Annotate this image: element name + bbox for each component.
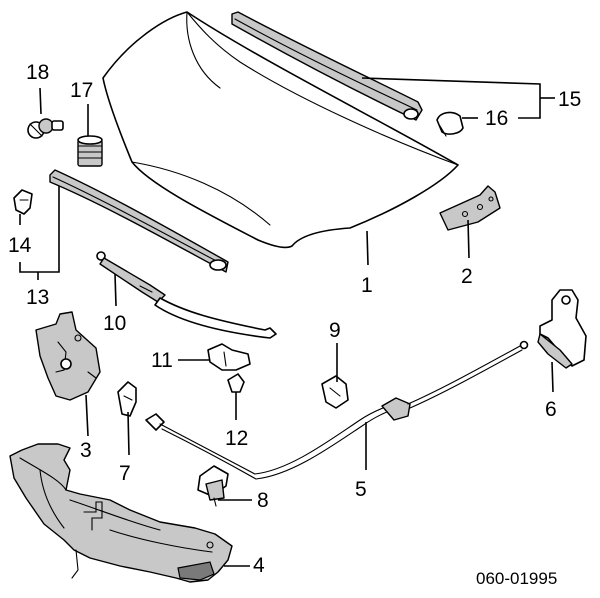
callout-5: 5 <box>355 478 367 501</box>
callout-11: 11 <box>151 349 173 372</box>
hood-hinge[interactable] <box>439 185 501 231</box>
callout-2: 2 <box>461 265 473 288</box>
callout-10: 10 <box>103 312 126 335</box>
cable-holder[interactable] <box>321 375 349 409</box>
callout-17: 17 <box>70 79 93 102</box>
callout-13: 13 <box>26 286 49 309</box>
callout-12: 12 <box>225 427 248 450</box>
clip[interactable] <box>13 189 33 215</box>
hood-panel[interactable] <box>102 11 459 249</box>
diagram-code: 060-01995 <box>476 569 557 588</box>
hood-rear-weatherstrip[interactable] <box>231 11 423 121</box>
callout-labels: 1 2 3 4 5 6 7 8 9 10 11 12 13 14 15 16 1… <box>8 61 581 577</box>
clamp[interactable] <box>207 343 251 371</box>
hood-release-cable[interactable] <box>145 340 529 480</box>
hood-release-handle[interactable] <box>537 289 587 369</box>
callout-15: 15 <box>558 88 581 111</box>
grommet[interactable] <box>436 111 464 137</box>
hood-striker[interactable] <box>197 465 229 507</box>
callout-18: 18 <box>26 61 49 84</box>
bumper-stop[interactable] <box>77 135 103 167</box>
callout-7: 7 <box>119 462 131 485</box>
callout-14: 14 <box>8 234 32 257</box>
cable-clip[interactable] <box>117 381 137 417</box>
callout-16: 16 <box>485 107 508 130</box>
hood-lock-support-panel[interactable] <box>9 443 233 583</box>
small-clip[interactable] <box>227 373 245 393</box>
callout-3: 3 <box>80 439 92 462</box>
callout-9: 9 <box>329 319 341 342</box>
bolt-with-washer[interactable] <box>27 118 64 139</box>
callout-4: 4 <box>253 554 265 577</box>
hood-front-weatherstrip[interactable] <box>49 169 229 273</box>
hood-latch[interactable] <box>35 311 101 401</box>
leader-lines <box>19 77 555 567</box>
callout-1: 1 <box>361 274 373 297</box>
callout-8: 8 <box>257 489 269 512</box>
callout-6: 6 <box>545 398 557 421</box>
hood-support-rod[interactable] <box>96 251 277 339</box>
